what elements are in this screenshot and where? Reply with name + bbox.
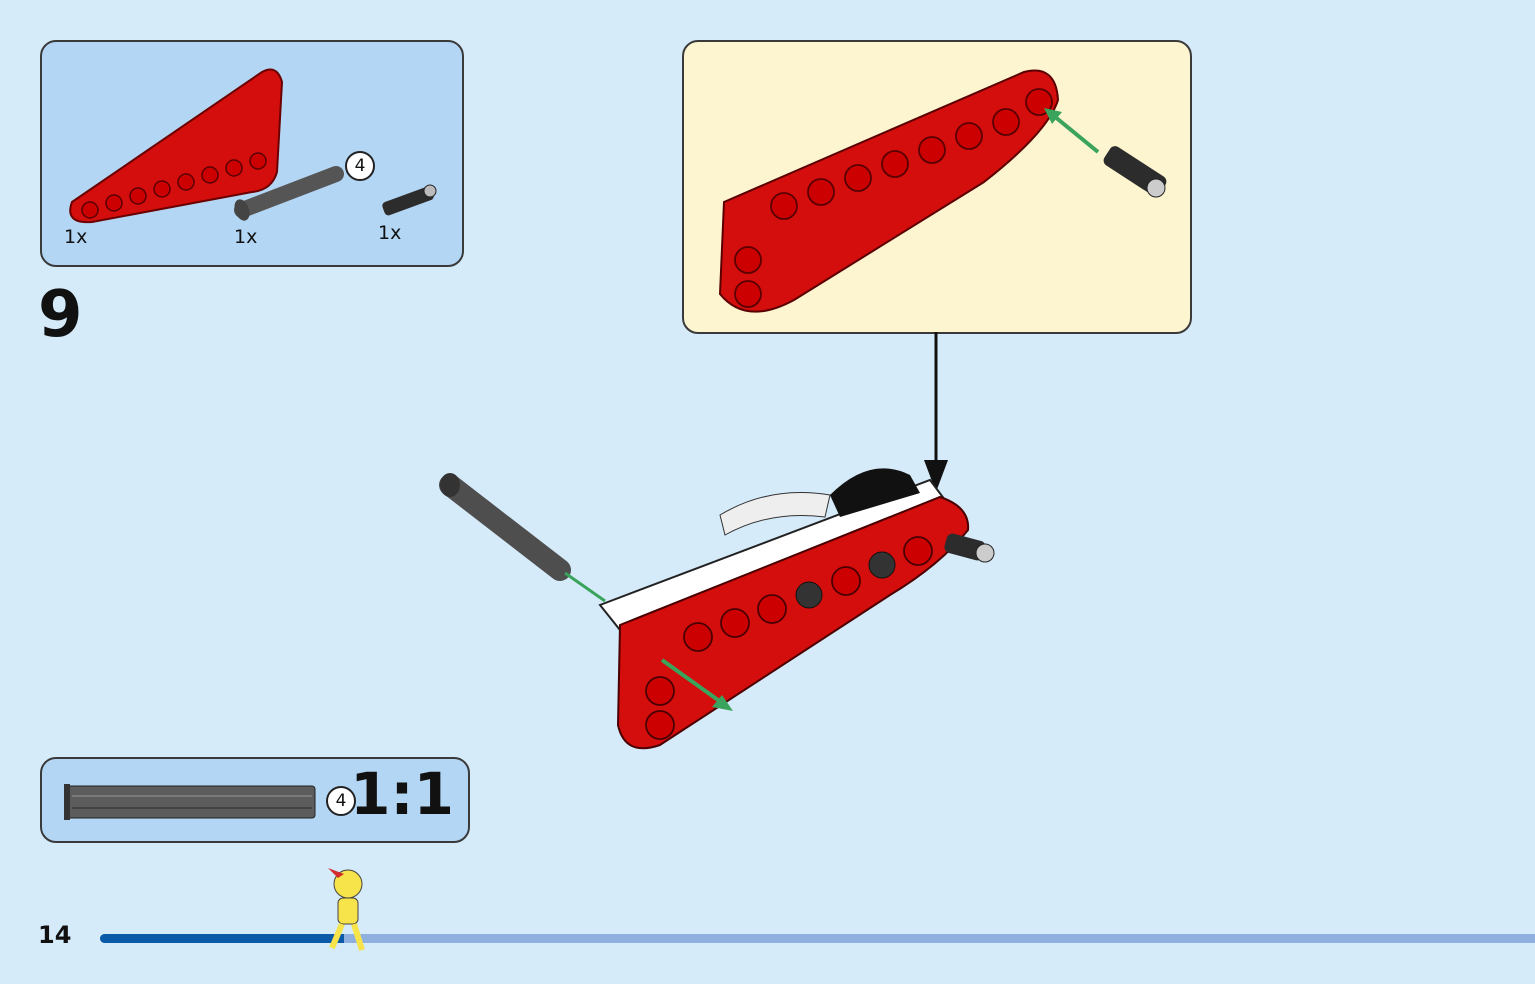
red-beam-icon — [718, 69, 1060, 313]
red-beam-icon — [69, 68, 284, 224]
axle-icon — [64, 784, 316, 820]
quantity-label: 1x — [378, 222, 402, 244]
pin-icon — [382, 184, 437, 216]
quantity-label: 1x — [64, 226, 88, 248]
scale-label: 1:1 — [350, 760, 454, 828]
sub-assembly-callout — [682, 40, 1192, 334]
pin-icon — [1103, 146, 1167, 198]
down-arrow-icon — [924, 332, 948, 492]
axle-length-badge: 4 — [345, 151, 375, 181]
ruler-length-badge: 4 — [326, 786, 356, 816]
page-number: 14 — [38, 921, 72, 949]
main-assembly-illustration — [439, 468, 995, 750]
progress-track — [100, 934, 1535, 943]
runner-figure-icon — [328, 868, 365, 951]
progress-fill — [100, 934, 344, 943]
parts-list-panel: 4 1x 1x 1x — [40, 40, 464, 267]
insert-arrow-icon — [1044, 108, 1100, 154]
axle-ruler-box: 4 1:1 — [40, 757, 470, 843]
step-number: 9 — [38, 278, 83, 352]
axle-icon — [234, 166, 344, 221]
quantity-label: 1x — [234, 226, 258, 248]
